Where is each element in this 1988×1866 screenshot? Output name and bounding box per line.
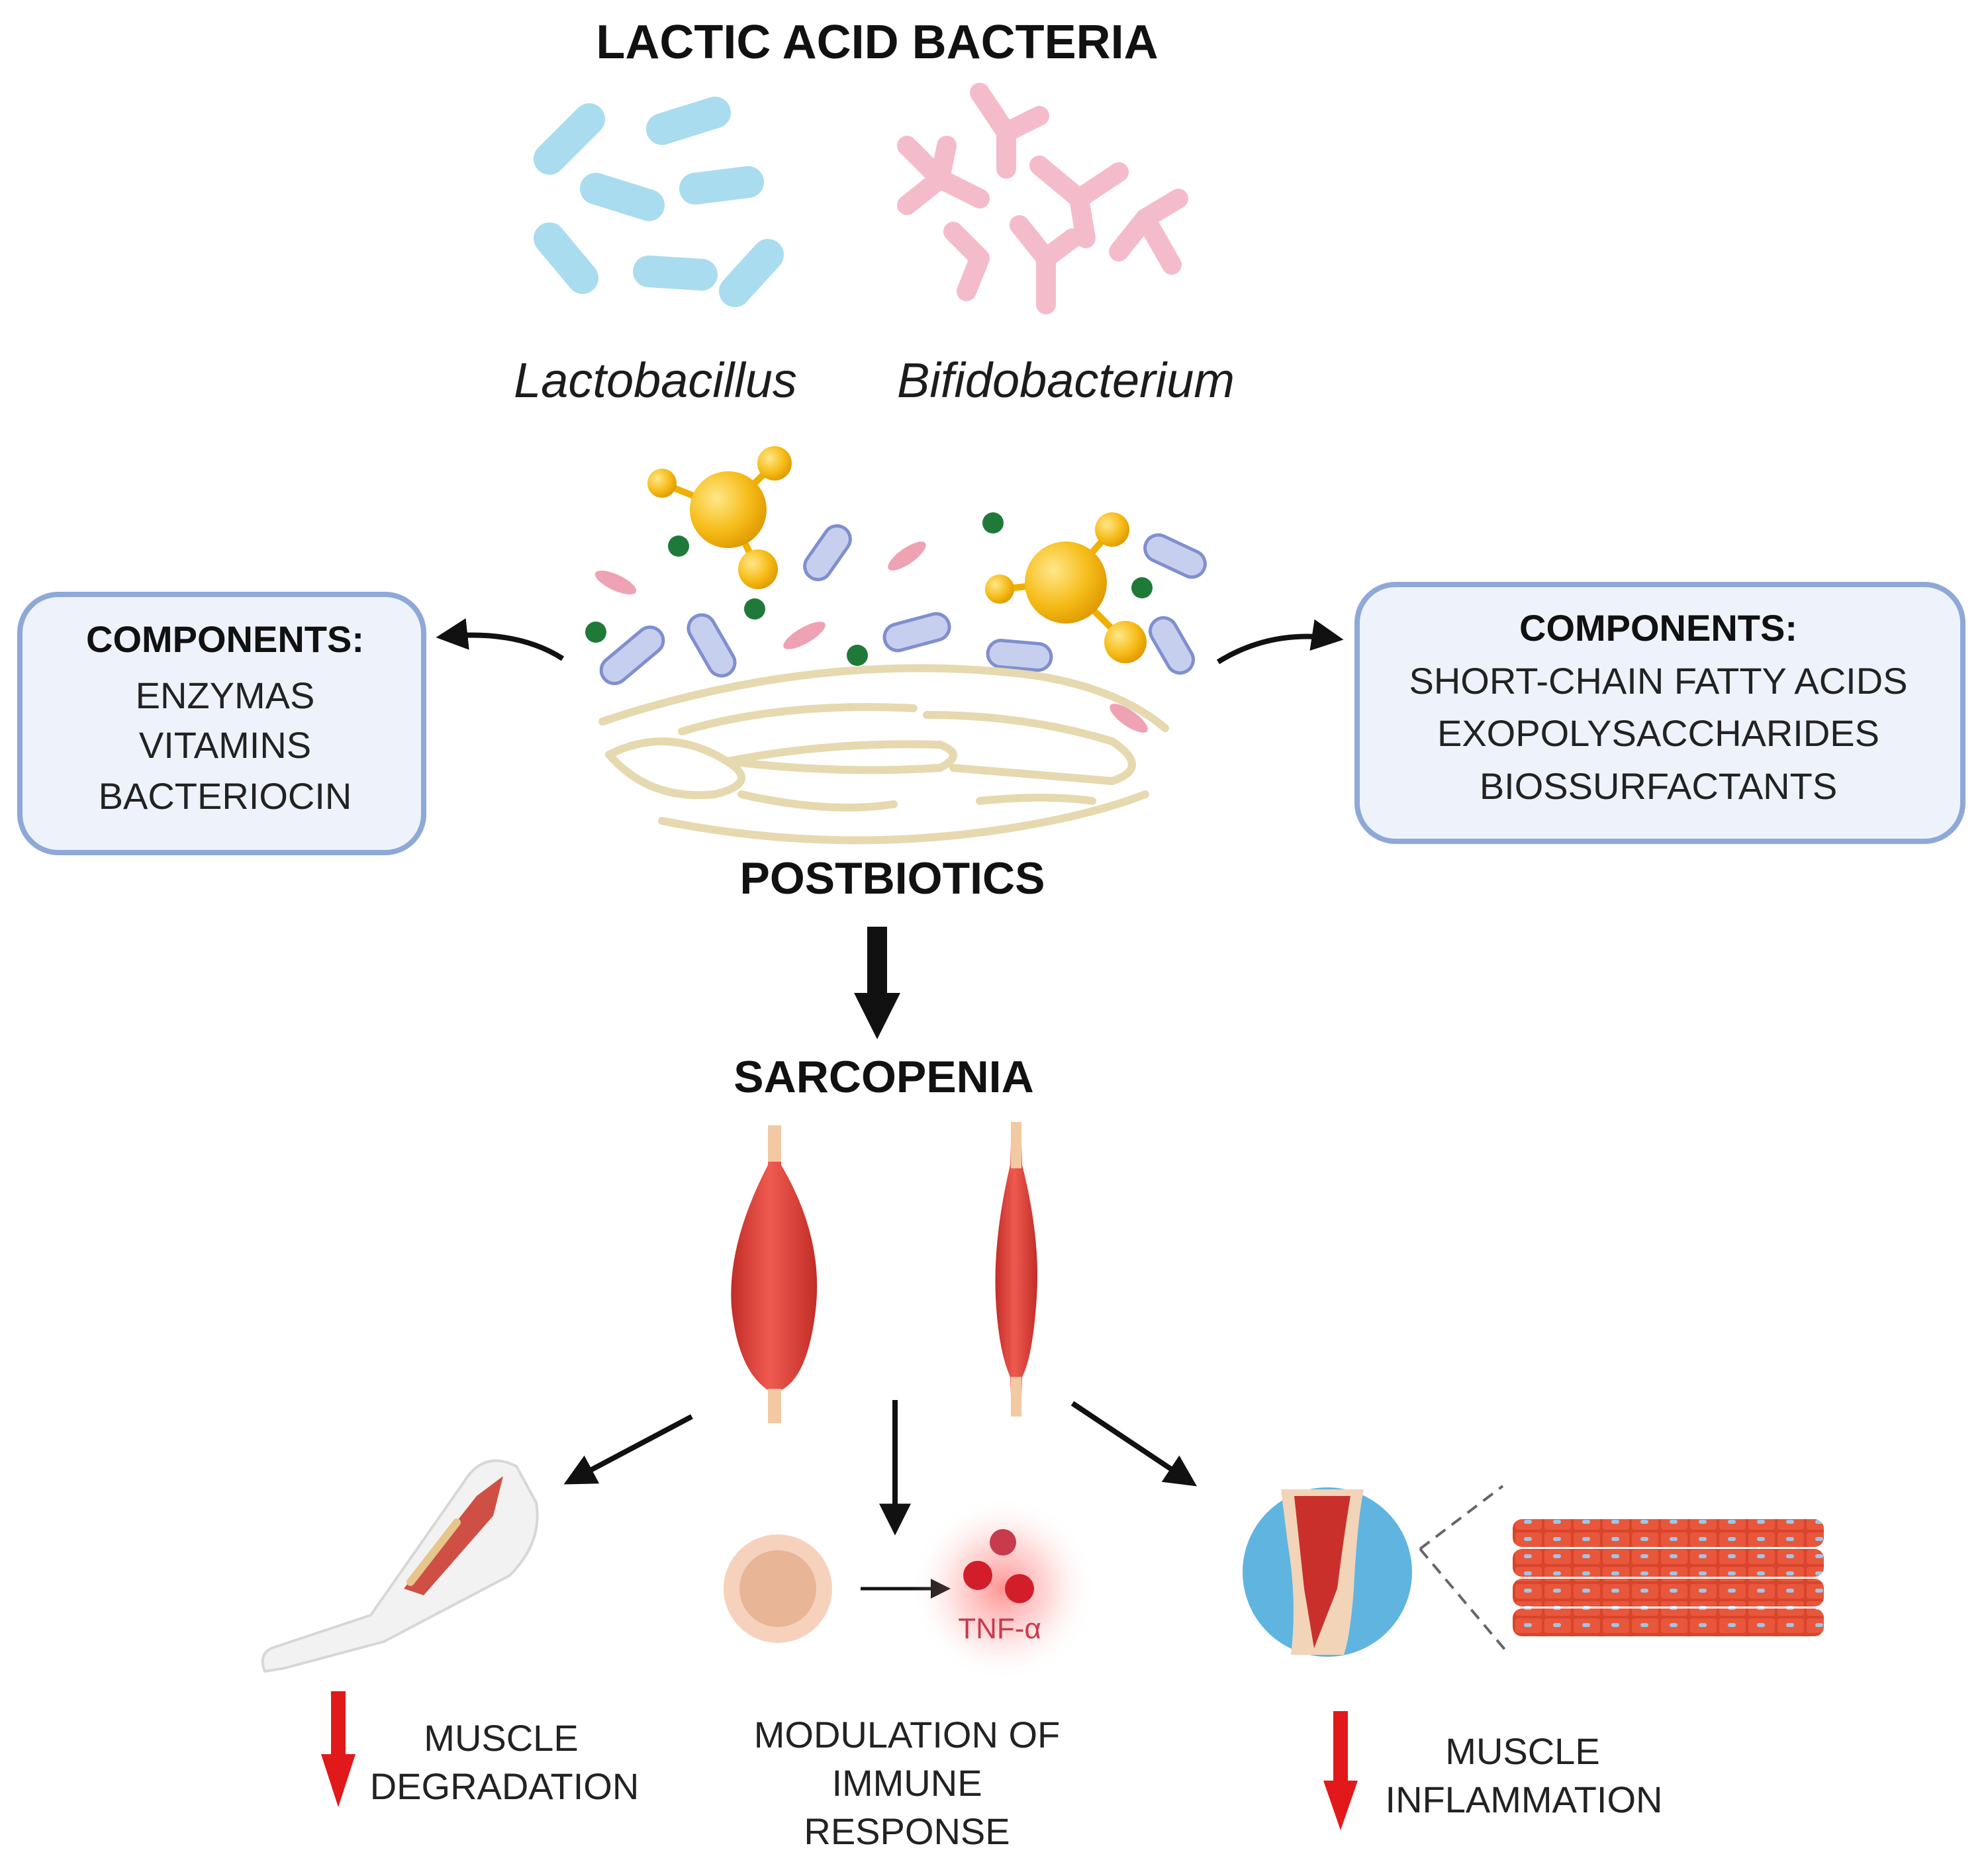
components-right-box <box>1354 582 1965 844</box>
muscle-icon <box>731 1125 818 1423</box>
tnf-particles-icon <box>910 1496 1096 1681</box>
effect-right-line: MUSCLE <box>1445 1730 1599 1772</box>
green-particles <box>585 512 1153 666</box>
arrow-to-muscle-inflammation <box>1070 1401 1197 1487</box>
components-right-item: EXOPOLYSACCHARIDES <box>1437 712 1879 754</box>
arrow-to-muscle-degradation <box>563 1414 693 1485</box>
components-right-item: SHORT-CHAIN FATTY ACIDS <box>1409 660 1907 702</box>
effect-left-line: DEGRADATION <box>370 1765 639 1807</box>
down-arrow-to-sarcopenia <box>854 927 900 1039</box>
components-left-item: VITAMINS <box>139 724 311 766</box>
effect-center-line: RESPONSE <box>804 1810 1010 1852</box>
components-left-item: ENZYMAS <box>136 675 315 716</box>
muscle-icon <box>995 1122 1038 1417</box>
molecule-icon <box>985 512 1147 663</box>
pink-particles <box>594 541 1148 733</box>
bifidobacterium-label: Bifidobacterium <box>897 353 1235 408</box>
vesicle-capsules <box>599 524 1207 685</box>
components-right-item: BIOSSURFACTANTS <box>1480 765 1837 807</box>
sarcopenia-label: SARCOPENIA <box>734 1052 1033 1102</box>
immune-cell-icon <box>724 1534 832 1643</box>
zoom-lines <box>1419 1485 1511 1656</box>
postbiotics-label: POSTBIOTICS <box>740 853 1045 904</box>
effect-right-line: INFLAMMATION <box>1386 1779 1663 1820</box>
components-right-heading: COMPONENTS: <box>1519 607 1797 649</box>
effect-center-line: MODULATION OF <box>754 1714 1061 1755</box>
title: LACTIC ACID BACTERIA <box>596 16 1158 69</box>
bifidobacterium-icon <box>897 83 1188 314</box>
arrow-to-left-box <box>436 618 565 661</box>
tnf-label: TNF-α <box>958 1612 1041 1645</box>
effect-center-line: IMMUNE <box>831 1762 982 1804</box>
components-left-heading: COMPONENTS: <box>86 618 364 660</box>
membrane-icon <box>598 664 1169 845</box>
components-left-item: BACTERIOCIN <box>99 775 352 817</box>
effect-left-line: MUSCLE <box>424 1717 578 1759</box>
down-arrow-icon <box>1323 1711 1358 1830</box>
components-left-box <box>17 592 426 855</box>
muscle-fiber-icon <box>1513 1519 1824 1636</box>
down-arrow-icon <box>321 1691 355 1807</box>
leg-muscle-icon <box>1243 1487 1412 1657</box>
arrow-to-right-box <box>1216 619 1344 665</box>
arm-icon <box>261 1459 539 1673</box>
lactobacillus-label: Lactobacillus <box>514 353 797 408</box>
molecule-icon <box>647 446 792 589</box>
lactobacillus-icon <box>534 97 784 307</box>
